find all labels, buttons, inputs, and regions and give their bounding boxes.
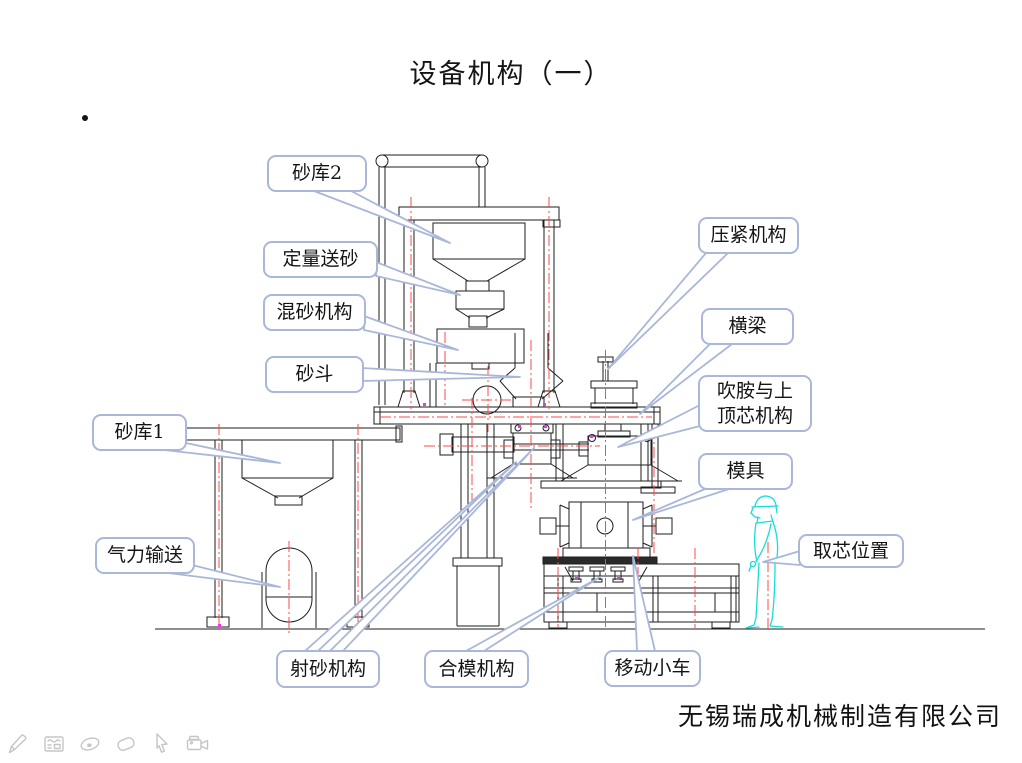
callout-dosing-feeder: 定量送砂	[263, 241, 378, 278]
sand-bin-2-hopper	[432, 222, 526, 292]
company-name: 无锡瑞成机械制造有限公司	[677, 702, 1002, 731]
leader-sand-bin-2	[313, 182, 451, 244]
callout-sand-mixer: 混砂机构	[263, 294, 366, 331]
callout-pneumatic: 气力输送	[95, 537, 195, 574]
annotation-panel-icon[interactable]	[41, 731, 67, 757]
leader-dosing-feeder	[375, 261, 461, 296]
cursor-icon[interactable]	[149, 731, 175, 757]
presentation-toolbar	[5, 731, 211, 757]
leader-moving-cart	[632, 555, 656, 652]
callout-crossbeam: 横梁	[701, 308, 794, 345]
leader-lines	[163, 182, 801, 652]
leader-mold-clamp	[465, 576, 601, 652]
callout-press: 压紧机构	[698, 217, 799, 254]
callout-core-pick: 取芯位置	[798, 534, 904, 568]
leader-mold	[632, 488, 730, 521]
leader-amine-top-core	[617, 404, 701, 448]
laser-pointer-icon[interactable]	[77, 731, 103, 757]
crossbeam-platform	[373, 406, 661, 425]
sand-hopper-chute	[499, 333, 564, 408]
callout-sand-bin-2: 砂库2	[267, 155, 367, 192]
mold-assembly	[539, 424, 676, 565]
leader-sand-hopper	[361, 367, 521, 382]
platform-support-columns	[452, 424, 503, 627]
sand-mixer-box	[429, 328, 525, 407]
camera-icon[interactable]	[185, 731, 211, 757]
callout-amine-top-core: 吹胺与上顶芯机构	[698, 375, 812, 432]
pen-icon[interactable]	[5, 731, 31, 757]
eraser-icon[interactable]	[113, 731, 139, 757]
callout-sand-hopper: 砂斗	[265, 356, 364, 393]
bullet-point	[82, 115, 88, 121]
callout-mold-clamp: 合模机构	[424, 650, 529, 688]
dosing-feeder-hopper	[455, 290, 505, 328]
callout-sand-bin-1: 砂库1	[92, 414, 187, 451]
leader-core-pick	[762, 550, 801, 566]
press-cylinder	[590, 356, 638, 409]
callout-mold: 模具	[698, 453, 793, 490]
leader-sand-shooter-2	[329, 447, 535, 652]
callout-sand-shooter: 射砂机构	[276, 650, 380, 688]
page-title: 设备机构（一）	[409, 59, 613, 90]
leader-sand-shooter-1	[304, 461, 517, 652]
callout-moving-cart: 移动小车	[604, 650, 701, 687]
